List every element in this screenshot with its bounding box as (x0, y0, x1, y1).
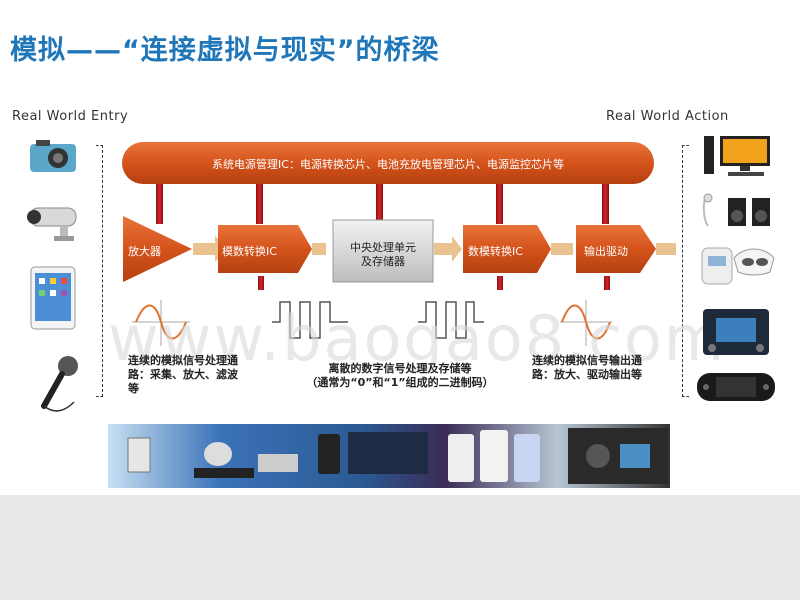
adc-block (218, 225, 312, 273)
desktop-computer-icon (704, 136, 770, 176)
connector (497, 276, 503, 290)
right-label: Real World Action (606, 109, 729, 124)
watermark: www.baogao8.com (108, 302, 727, 375)
connector (256, 184, 263, 224)
microphone-icon (41, 356, 78, 412)
note-right: 连续的模拟信号输出通 路：放大、驱动输出等 (532, 354, 642, 381)
cctv-camera-icon (27, 207, 77, 241)
digital-wave-right (418, 301, 484, 339)
dac-label: 数模转换IC (468, 245, 523, 258)
left-bracket (96, 145, 103, 397)
connector (602, 184, 609, 224)
analog-wave-right (560, 300, 612, 346)
speakers-earphones-icon (702, 193, 770, 227)
note-center: 离散的数字信号处理及存储等 （通常为“0”和“1”组成的二进制码） (306, 362, 494, 389)
connector (258, 276, 264, 290)
analog-wave-left (132, 300, 190, 346)
note-left: 连续的模拟信号处理通 路：采集、放大、滤波 等 (128, 354, 238, 395)
power-bar-text: 系统电源管理IC：电源转换芯片、电池充放电管理芯片、电源监控芯片等 (212, 158, 564, 171)
car-dashboard-icon (703, 309, 769, 355)
amp-label: 放大器 (128, 245, 161, 258)
cpu-block (332, 219, 434, 283)
driver-block (576, 225, 656, 273)
massager-icon (701, 247, 775, 285)
page-title: 模拟——“连接虚拟与现实”的桥梁 (10, 35, 440, 66)
power-management-bar (122, 142, 654, 184)
amplifier-block (123, 216, 192, 282)
connector (496, 184, 503, 224)
driver-label: 输出驱动 (584, 245, 628, 258)
right-bracket (682, 145, 689, 397)
connector (376, 184, 383, 224)
connector (156, 184, 163, 224)
handheld-console-icon (697, 373, 775, 401)
dac-block (463, 225, 551, 273)
tablet-icon (30, 266, 76, 330)
application-photo-strip (108, 424, 670, 488)
adc-label: 模数转换IC (222, 245, 277, 258)
cpu-label-1: 中央处理单元 (350, 241, 416, 254)
camera-icon (30, 140, 76, 172)
digital-wave-left (272, 301, 348, 339)
bottom-band (0, 495, 800, 600)
connector (604, 276, 610, 290)
left-label: Real World Entry (12, 109, 129, 124)
cpu-label-2: 及存储器 (361, 255, 405, 268)
